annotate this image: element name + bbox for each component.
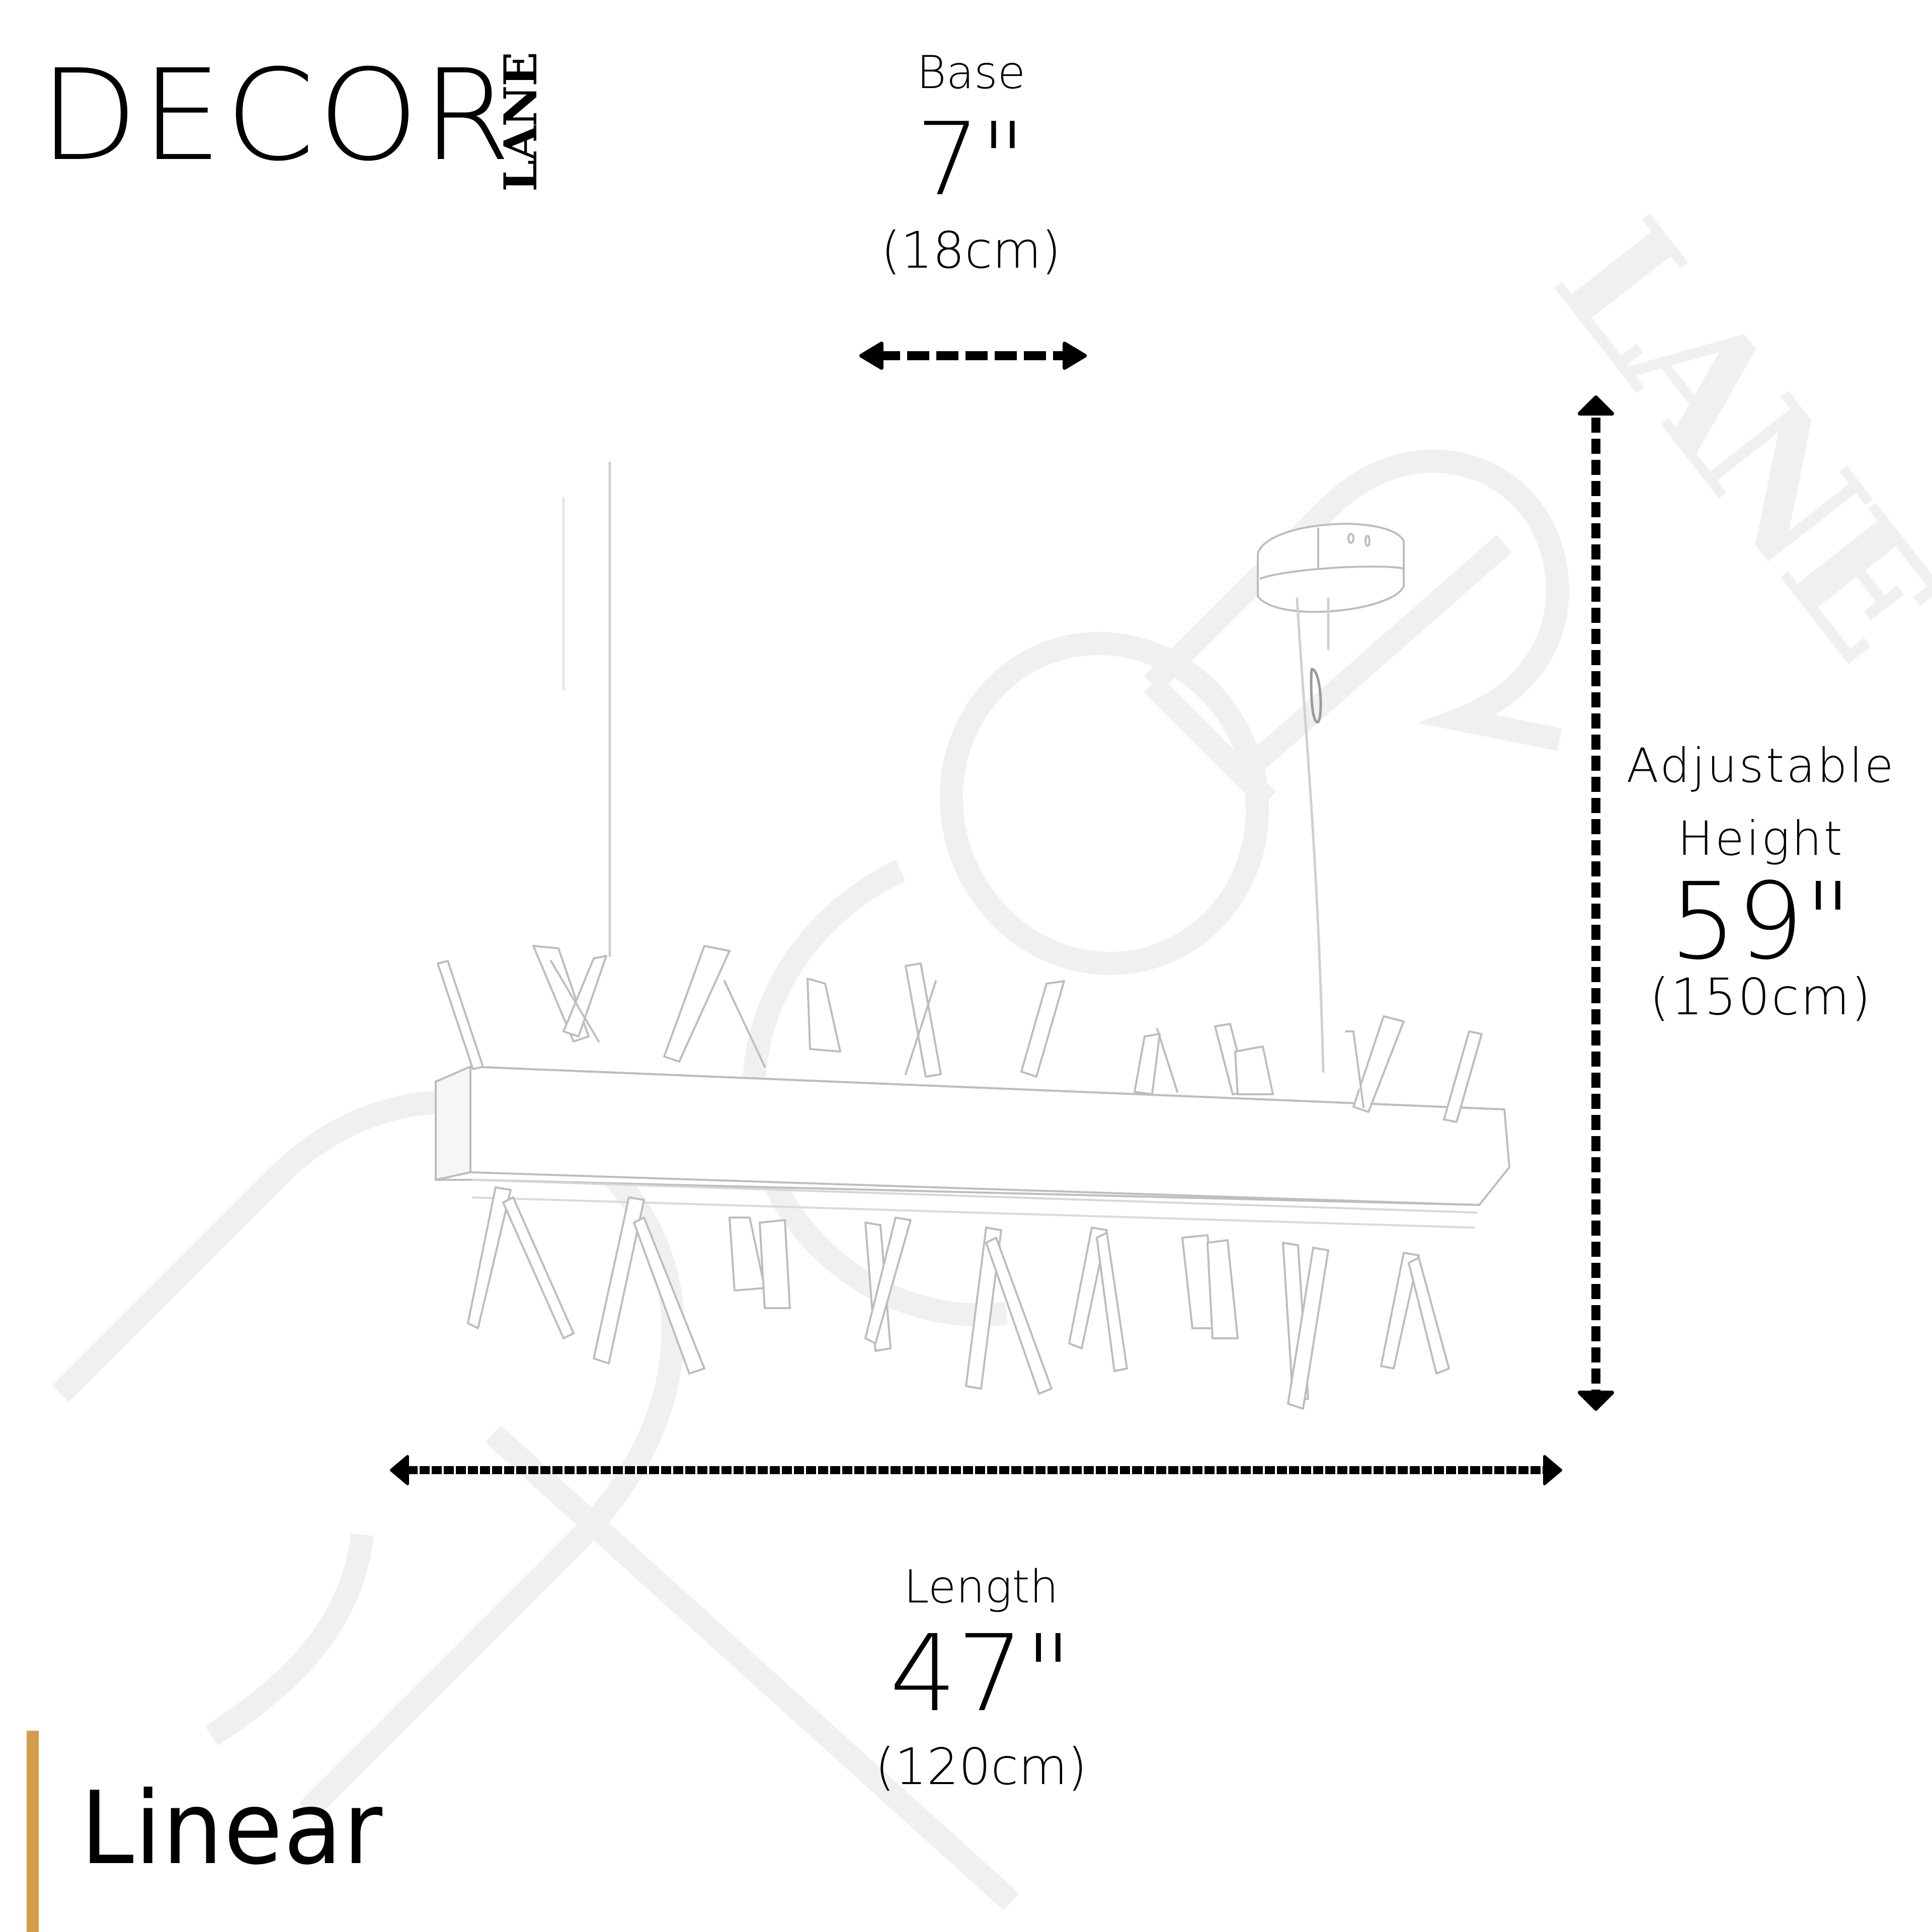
lower-crystals [467, 1186, 1450, 1410]
suspension-wires [562, 461, 1330, 1073]
base-arrow-icon [859, 342, 1087, 370]
length-arrow-icon [390, 1455, 1562, 1485]
base-label: Base [916, 46, 1026, 99]
product-name: Linear [80, 1770, 383, 1887]
brand-logo-secondary: LANE [494, 53, 547, 192]
base-value: 7" [916, 101, 1026, 218]
brand-logo-primary: DECOR [39, 42, 515, 189]
length-dimension: Length 47" (120cm) [825, 1565, 1137, 1792]
base-metric: (18cm) [881, 221, 1061, 280]
length-value: 47" [890, 1612, 1073, 1735]
chandelier-bar [435, 1066, 1510, 1229]
height-value: 59" [1669, 860, 1853, 983]
upper-crystals [437, 945, 1483, 1123]
watermark-letter-o [939, 632, 1269, 975]
brand-logo-secondary-text: LANE [494, 52, 547, 192]
height-arrow-icon [1578, 395, 1614, 1411]
base-dimension: Base 7" (18cm) [855, 50, 1087, 276]
height-label-line2: Height [1677, 812, 1844, 866]
accent-bar [27, 1731, 39, 1932]
height-label-line1: Adjustable [1626, 739, 1896, 793]
height-metric: (150cm) [1649, 968, 1873, 1026]
length-metric: (120cm) [875, 1737, 1087, 1796]
length-label: Length [904, 1561, 1059, 1614]
watermark-letter-r [1144, 449, 1569, 774]
ceiling-canopy [1257, 523, 1405, 613]
height-dimension: Adjustable Height 59" (150cm) [1600, 730, 1922, 1022]
